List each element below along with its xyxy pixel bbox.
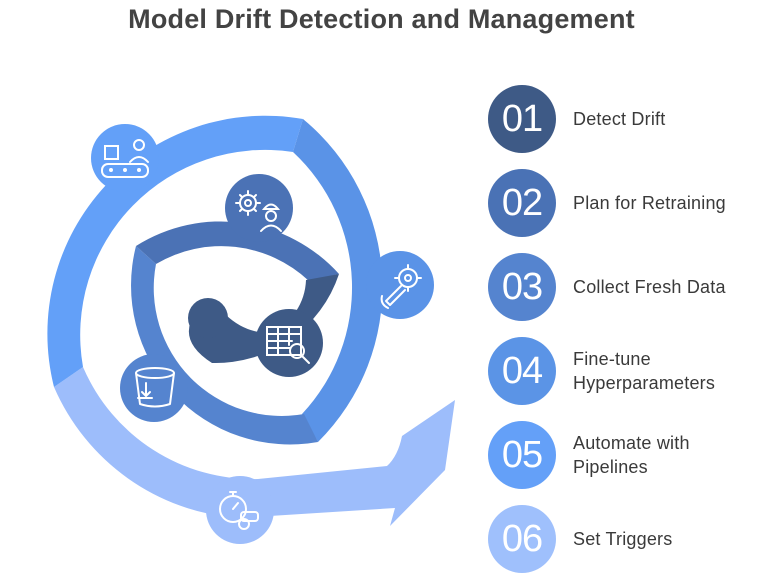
gear-worker-icon [225,174,293,242]
step-03: 03 Collect Fresh Data [488,253,760,321]
spiral-diagram [47,115,455,544]
step-03-label: Collect Fresh Data [573,277,726,297]
step-06-number: 06 [488,505,556,573]
step-02-label: Plan for Retraining [573,193,726,213]
step-04: 04 Fine-tune Hyperparameters [488,337,760,405]
diagram-title: Model Drift Detection and Management [128,4,635,34]
step-04-label: Fine-tune Hyperparameters [573,349,716,393]
step-01: 01 Detect Drift [488,85,760,153]
step-04-number: 04 [488,337,556,405]
step-05: 05 Automate with Pipelines [488,421,760,489]
stopwatch-whistle-icon [206,476,274,544]
step-01-label: Detect Drift [573,109,666,129]
step-06: 06 Set Triggers [488,505,760,573]
conveyor-worker-icon [91,124,159,192]
step-06-label: Set Triggers [573,529,673,549]
bucket-download-icon [120,354,188,422]
step-03-number: 03 [488,253,556,321]
step-05-number: 05 [488,421,556,489]
data-table-search-icon [255,309,323,377]
spiral-segment-01 [188,274,339,364]
spiral-segment-06 [54,367,455,526]
step-02: 02 Plan for Retraining [488,169,760,237]
step-02-number: 02 [488,169,556,237]
spiral-segment-04 [293,119,383,442]
step-05-label: Automate with Pipelines [573,433,690,477]
wrench-gear-icon [366,251,434,319]
step-01-number: 01 [488,85,556,153]
spiral-segment-02 [136,221,339,281]
